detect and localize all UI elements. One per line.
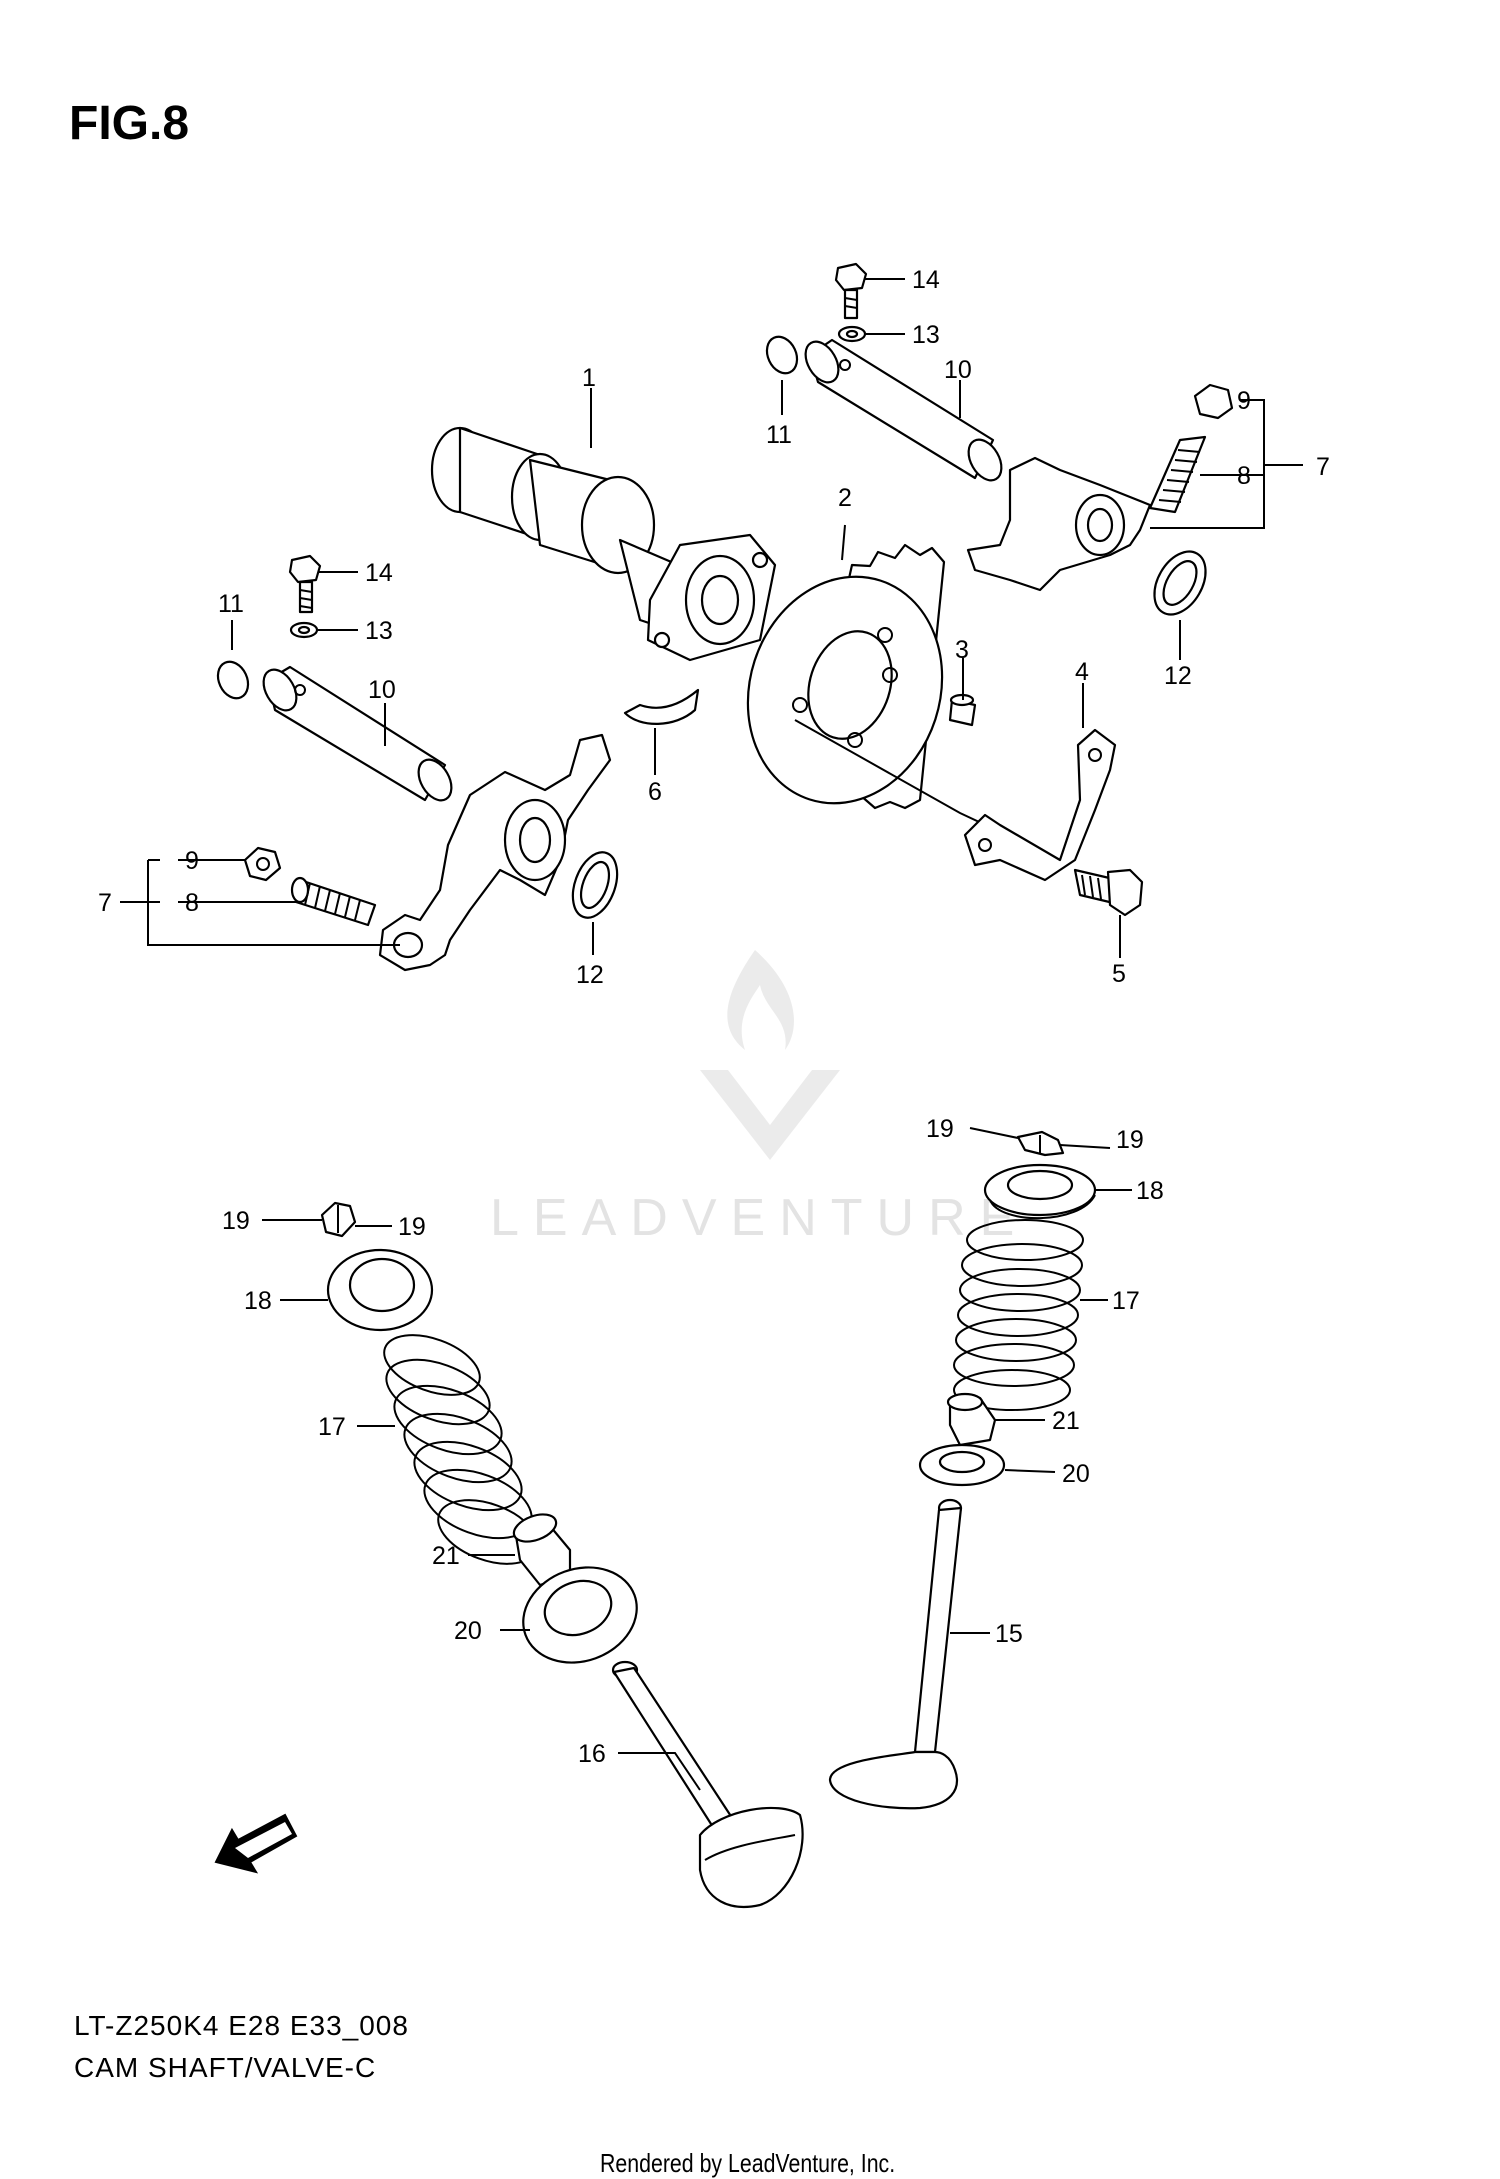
callout-16: 16	[578, 1740, 606, 1768]
oring-right	[1153, 550, 1207, 616]
cotter-right	[1016, 1130, 1065, 1157]
rocker-shaft-right	[765, 335, 1003, 482]
camshaft	[430, 426, 777, 662]
callout-14-left: 14	[365, 559, 393, 587]
callout-11-right: 11	[766, 421, 792, 449]
bolt-left	[288, 554, 322, 614]
callout-3: 3	[955, 636, 969, 664]
rocker-arm-left	[378, 733, 612, 972]
callout-2: 2	[838, 484, 852, 512]
stopper-bolt	[1073, 868, 1144, 917]
callout-13-left: 13	[365, 617, 393, 645]
valve-spring-left	[383, 1334, 539, 1565]
callout-19-right-a: 19	[926, 1115, 954, 1143]
callout-13-right: 13	[912, 321, 940, 349]
callout-17-right: 17	[1112, 1287, 1140, 1315]
adjusting-screw-right	[1148, 435, 1207, 514]
spring-seat-left	[522, 1566, 638, 1664]
exhaust-valve	[611, 1660, 804, 1909]
callout-19-left-b: 19	[398, 1213, 426, 1241]
bolt-right	[834, 262, 868, 320]
callout-20-right: 20	[1062, 1460, 1090, 1488]
oring-left	[571, 851, 619, 919]
figure-title: FIG.8	[69, 97, 190, 150]
cam-c-ring	[623, 688, 700, 725]
dowel-pin	[948, 693, 977, 727]
callout-19-left-a: 19	[222, 1207, 250, 1235]
rocker-arm-right	[966, 456, 1152, 592]
callout-5: 5	[1112, 960, 1126, 988]
valve-stem-seal-left	[512, 1513, 572, 1587]
callout-6: 6	[648, 778, 662, 806]
callout-17-left: 17	[318, 1413, 346, 1441]
cam-stopper-plate	[963, 728, 1117, 882]
callout-21-left: 21	[432, 1542, 460, 1570]
lock-nut-right	[1193, 383, 1234, 420]
model-code: LT-Z250K4 E28 E33_008	[74, 2010, 409, 2041]
credit-footer: Rendered by LeadVenture, Inc.	[600, 2148, 896, 2178]
callout-9-right: 9	[1237, 387, 1251, 415]
spring-seat-right	[918, 1443, 1006, 1487]
intake-valve	[828, 1498, 963, 1810]
cotter-left	[320, 1201, 357, 1238]
callout-15: 15	[995, 1620, 1023, 1648]
callout-1: 1	[582, 364, 596, 392]
callout-19-right-b: 19	[1116, 1126, 1144, 1154]
leader-lines	[120, 278, 1303, 1791]
callout-4: 4	[1075, 658, 1089, 686]
spring-retainer-left	[326, 1248, 434, 1332]
section-title: CAM SHAFT/VALVE-C	[74, 2052, 377, 2083]
callout-7-left: 7	[98, 889, 112, 917]
watermark-logo	[700, 950, 840, 1160]
callout-10-left: 10	[368, 676, 396, 704]
washer-left	[289, 621, 319, 639]
callout-8-right: 8	[1237, 462, 1251, 490]
cam-sprocket	[746, 543, 1061, 861]
adjusting-screw-left	[290, 876, 377, 927]
callout-12-left: 12	[576, 961, 604, 989]
callout-8-left: 8	[185, 889, 199, 917]
rocker-shaft-left	[216, 660, 453, 802]
callout-12-right: 12	[1164, 662, 1192, 690]
callout-21-right: 21	[1052, 1407, 1080, 1435]
callout-9-left: 9	[185, 847, 199, 875]
fwd-arrow-icon	[214, 1813, 298, 1874]
callout-labels: 1 2 3 4 5 6 7 8 9 10 11 12 13 14 7 8 9 1…	[98, 266, 1330, 1858]
callout-14-right: 14	[912, 266, 940, 294]
watermark-text: LEADVENTURE	[490, 1189, 1029, 1247]
callout-18-left: 18	[244, 1287, 272, 1315]
valve-stem-seal-right	[946, 1392, 997, 1447]
callout-7-right: 7	[1316, 453, 1330, 481]
callout-11-left: 11	[218, 590, 244, 618]
washer-right	[837, 325, 867, 343]
callout-18-right: 18	[1136, 1177, 1164, 1205]
callout-10-right: 10	[944, 356, 972, 384]
spring-retainer-right	[983, 1163, 1097, 1220]
lock-nut-left	[243, 846, 282, 882]
valve-spring-right	[953, 1219, 1084, 1411]
callout-20-left: 20	[454, 1617, 482, 1645]
